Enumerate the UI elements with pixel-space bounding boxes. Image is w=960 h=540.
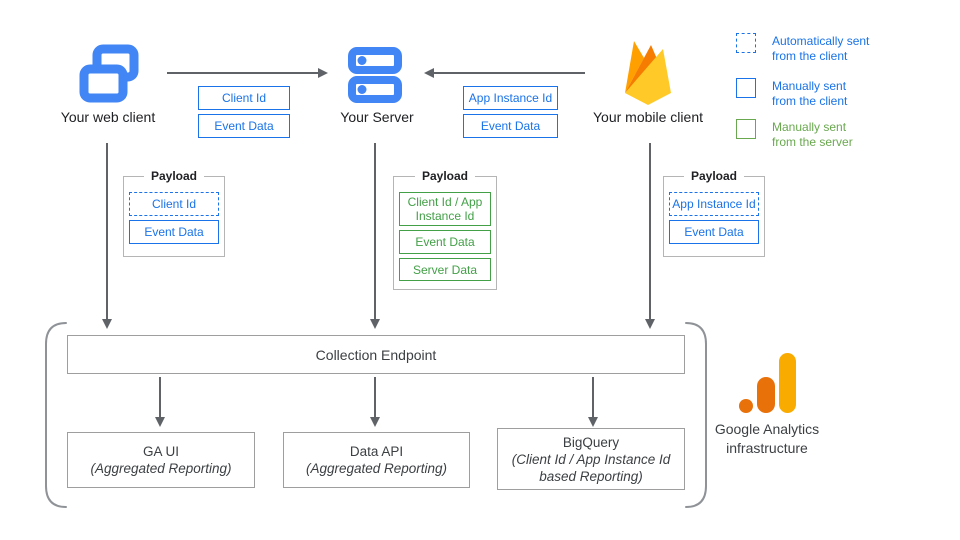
google-analytics-infrastructure-label: Google Analytics infrastructure bbox=[714, 421, 820, 456]
bigquery-subtitle: (Client Id / App Instance Id based Repor… bbox=[511, 451, 671, 484]
bracket-left bbox=[45, 322, 67, 508]
payload-box-mobile: Payload App Instance Id Event Data bbox=[663, 169, 765, 257]
payload-title: Payload bbox=[683, 169, 745, 183]
payload-item-client-or-app-instance-id: Client Id / App Instance Id bbox=[399, 192, 491, 226]
ga-ui-box: GA UI (Aggregated Reporting) bbox=[67, 432, 255, 488]
collection-endpoint-label: Collection Endpoint bbox=[315, 346, 437, 363]
payload-title: Payload bbox=[414, 169, 476, 183]
payload-item-event-data: Event Data bbox=[669, 220, 759, 244]
legend-item-manual-server: Manually sent from the server bbox=[736, 119, 853, 150]
firebase-icon bbox=[625, 41, 671, 105]
ga-ui-subtitle: (Aggregated Reporting) bbox=[90, 461, 232, 476]
bigquery-box: BigQuery (Client Id / App Instance Id ba… bbox=[497, 428, 685, 490]
bigquery-title: BigQuery bbox=[562, 434, 620, 450]
legend-item-manual-client: Manually sent from the client bbox=[736, 78, 847, 109]
payload-title: Payload bbox=[143, 169, 205, 183]
payload-item-server-data: Server Data bbox=[399, 258, 491, 281]
legend-text: Automatically sent from the client bbox=[772, 34, 870, 63]
legend-swatch-solid-green bbox=[736, 119, 756, 139]
payload-box-server: Payload Client Id / App Instance Id Even… bbox=[393, 169, 497, 290]
payload-item-event-data: Event Data bbox=[129, 220, 219, 244]
google-analytics-logo-icon bbox=[739, 353, 796, 413]
collection-endpoint-box: Collection Endpoint bbox=[67, 335, 685, 374]
edge-label-app-instance-id: App Instance Id bbox=[463, 86, 558, 110]
web-client-icon bbox=[79, 44, 139, 103]
web-client-label: Your web client bbox=[60, 109, 156, 125]
edge-label-event-data-web: Event Data bbox=[198, 114, 290, 138]
payload-item-client-id: Client Id bbox=[129, 192, 219, 216]
legend-item-auto-client: Automatically sent from the client bbox=[736, 33, 869, 64]
legend-text: Manually sent from the server bbox=[772, 120, 853, 149]
legend-swatch-solid-blue bbox=[736, 78, 756, 98]
server-icon bbox=[348, 47, 402, 103]
ga-ui-title: GA UI bbox=[142, 444, 179, 459]
server-label: Your Server bbox=[340, 109, 414, 125]
payload-item-app-instance-id: App Instance Id bbox=[669, 192, 759, 216]
legend-swatch-dashed-blue bbox=[736, 33, 756, 53]
payload-box-web: Payload Client Id Event Data bbox=[123, 169, 225, 257]
mobile-client-label: Your mobile client bbox=[593, 109, 703, 125]
data-api-subtitle: (Aggregated Reporting) bbox=[305, 461, 448, 476]
edge-label-client-id: Client Id bbox=[198, 86, 290, 110]
data-api-box: Data API (Aggregated Reporting) bbox=[283, 432, 470, 488]
bracket-right bbox=[685, 322, 707, 508]
data-api-title: Data API bbox=[349, 444, 404, 459]
edge-label-event-data-mobile: Event Data bbox=[463, 114, 558, 138]
payload-item-event-data: Event Data bbox=[399, 230, 491, 254]
legend-text: Manually sent from the client bbox=[772, 79, 848, 108]
